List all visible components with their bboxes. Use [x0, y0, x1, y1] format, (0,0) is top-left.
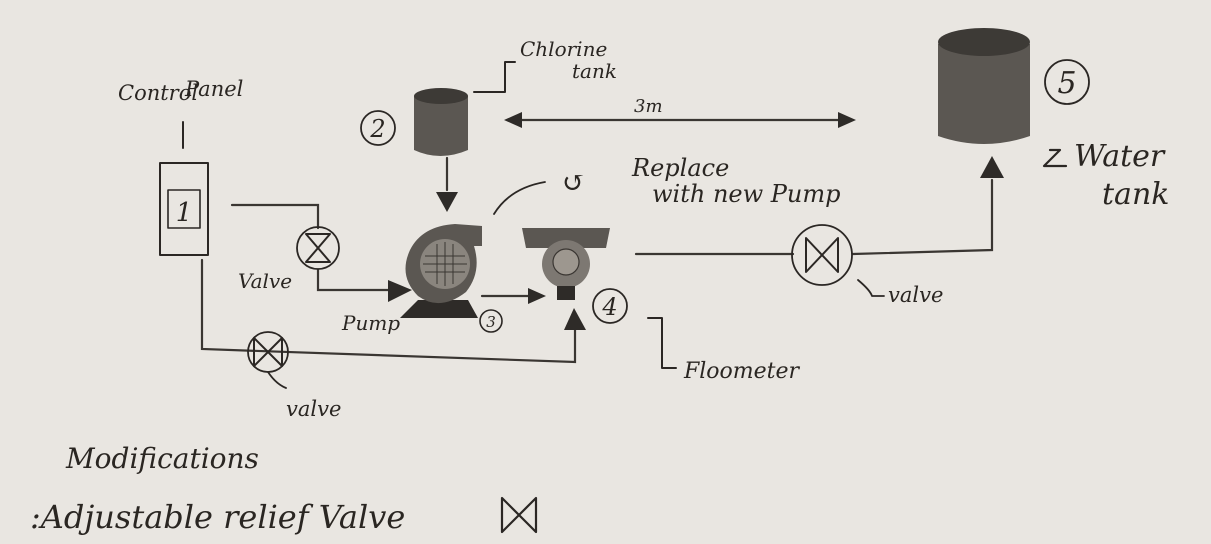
relief-valve-note: :Adjustable relief Valve — [30, 498, 405, 536]
chlorine-label-2: tank — [572, 59, 617, 83]
valve-left-label: Valve — [238, 269, 292, 293]
control-panel-label-2: Panel — [184, 77, 243, 101]
number-3: 3 — [486, 313, 496, 331]
flowmeter-label: Floometer — [683, 359, 801, 384]
valve-right-label: valve — [888, 283, 943, 307]
number-1: 1 — [176, 198, 193, 228]
water-tank-top — [938, 28, 1030, 56]
water-tank-label-1: Water — [1074, 139, 1166, 174]
flowmeter-stem — [557, 286, 575, 300]
pump-label: Pump — [341, 311, 400, 335]
number-2: 2 — [369, 115, 385, 143]
chlorine-label-1: Chlorine — [520, 37, 607, 61]
chlorine-tank-top — [414, 88, 468, 104]
number-5: 5 — [1057, 66, 1076, 101]
water-tank-label-2: tank — [1102, 177, 1169, 212]
modifications-title: Modifications — [65, 442, 259, 475]
cycle-arrows-icon: ↺ — [562, 166, 585, 199]
distance-label: 3m — [634, 96, 663, 117]
replace-label-1: Replace — [631, 154, 729, 182]
number-4: 4 — [601, 293, 617, 321]
flowmeter-center — [553, 249, 579, 275]
valve-bottom-label: valve — [286, 397, 341, 421]
replace-label-2: with new Pump — [652, 180, 841, 208]
